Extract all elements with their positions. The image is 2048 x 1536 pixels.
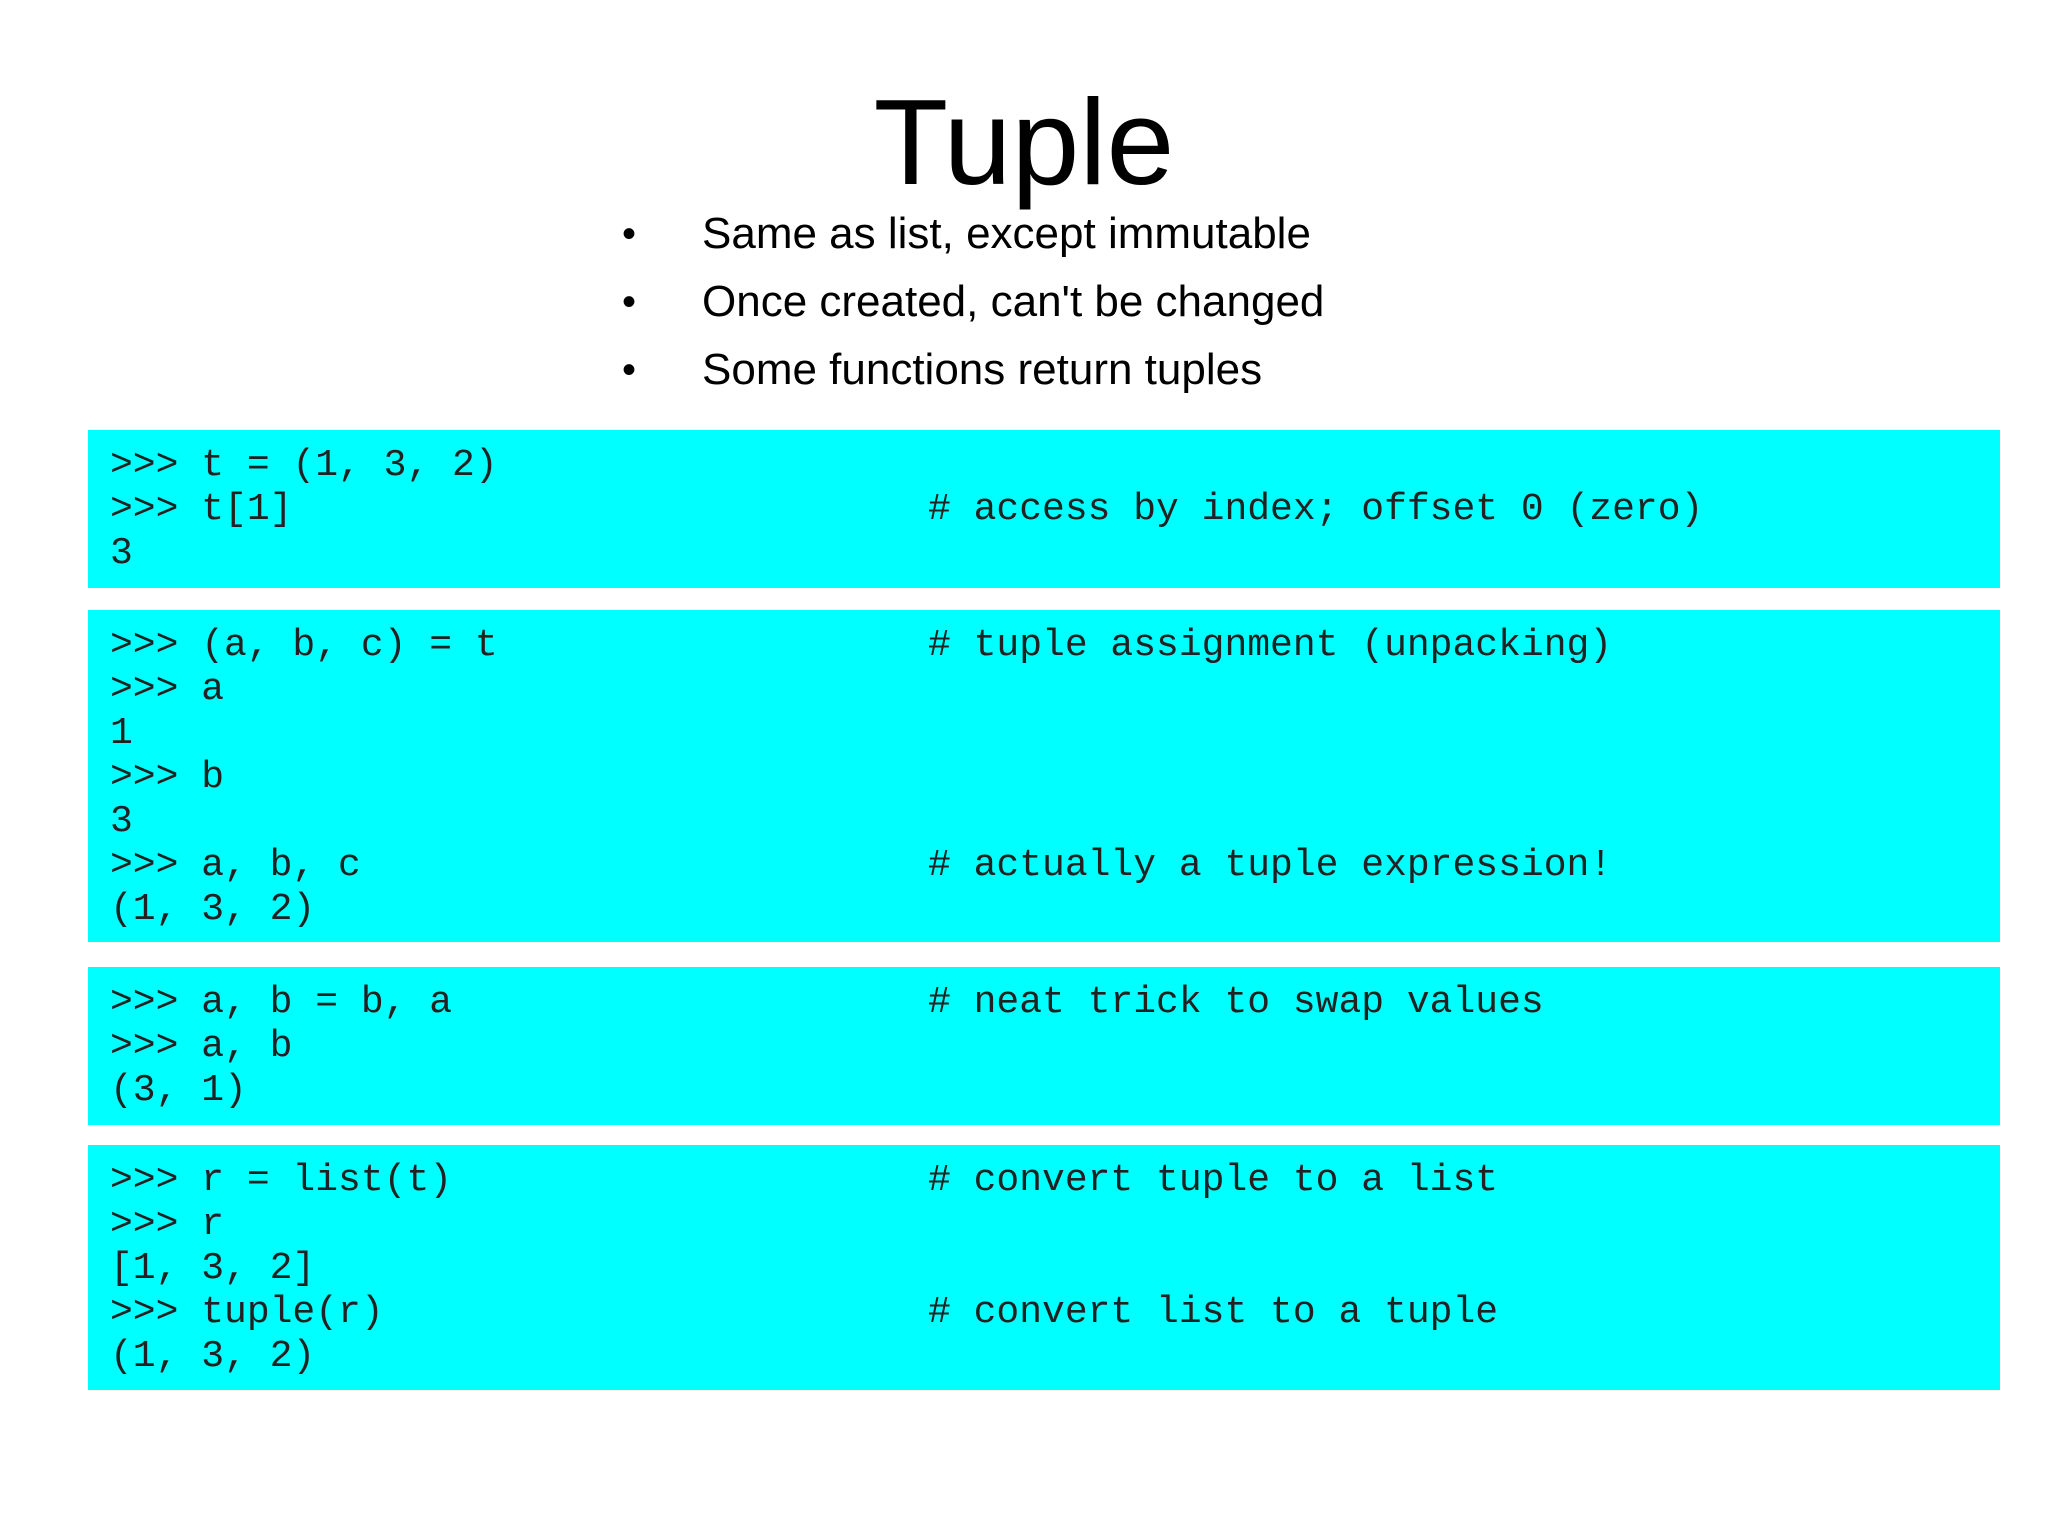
code-line: >>> a, b [88,1025,2000,1069]
slide-title: Tuple [873,74,1175,210]
bullet-text: Some functions return tuples [702,345,1263,394]
bullet-marker: • [622,280,637,324]
code-line: >>> a, b, c # actually a tuple expressio… [88,844,2000,888]
code-text: 3 [110,532,133,575]
code-line: >>> r = list(t) # convert tuple to a lis… [88,1159,2000,1203]
code-line: >>> a [88,668,2000,712]
code-text: [1, 3, 2] [110,1247,316,1290]
code-comment: # access by index; offset 0 (zero) [928,488,1704,531]
code-text: >>> a, b, c [110,844,361,887]
code-text: (3, 1) [110,1069,247,1112]
code-text: >>> a [110,668,225,711]
code-line: (3, 1) [88,1069,2000,1113]
code-text: (1, 3, 2) [110,888,316,931]
code-block-conversion: >>> r = list(t) # convert tuple to a lis… [88,1145,2000,1390]
code-line: >>> t[1] # access by index; offset 0 (ze… [88,488,2000,532]
code-comment: # tuple assignment (unpacking) [928,624,1613,667]
code-line: >>> t = (1, 3, 2) [88,444,2000,488]
code-line: >>> r [88,1203,2000,1247]
code-text: >>> a, b [110,1025,293,1068]
code-comment: # actually a tuple expression! [928,844,1613,887]
code-line: 1 [88,712,2000,756]
code-text: >>> t[1] [110,488,293,531]
bullet-marker: • [622,212,637,256]
code-comment: # convert tuple to a list [928,1159,1499,1202]
code-text: 1 [110,712,133,755]
code-line: (1, 3, 2) [88,888,2000,932]
code-block-unpacking: >>> (a, b, c) = t # tuple assignment (un… [88,610,2000,942]
code-text: >>> r [110,1203,225,1246]
code-text: (1, 3, 2) [110,1335,316,1378]
code-line: [1, 3, 2] [88,1247,2000,1291]
code-text: >>> t = (1, 3, 2) [110,444,498,487]
bullet-text: Once created, can't be changed [702,277,1325,326]
code-line: 3 [88,532,2000,576]
code-text: >>> r = list(t) [110,1159,453,1202]
code-text: 3 [110,800,133,843]
code-comment: # convert list to a tuple [928,1291,1499,1334]
code-line: >>> b [88,756,2000,800]
code-text: >>> b [110,756,225,799]
code-block-swap: >>> a, b = b, a # neat trick to swap val… [88,967,2000,1125]
code-text: >>> tuple(r) [110,1291,384,1334]
code-line: 3 [88,800,2000,844]
code-line: >>> (a, b, c) = t # tuple assignment (un… [88,624,2000,668]
code-comment: # neat trick to swap values [928,981,1544,1024]
code-text: >>> (a, b, c) = t [110,624,498,667]
code-line: >>> tuple(r) # convert list to a tuple [88,1291,2000,1335]
bullet-text: Same as list, except immutable [702,209,1311,258]
code-line: (1, 3, 2) [88,1335,2000,1379]
code-text: >>> a, b = b, a [110,981,453,1024]
code-line: >>> a, b = b, a # neat trick to swap val… [88,981,2000,1025]
code-block-indexing: >>> t = (1, 3, 2) >>> t[1] # access by i… [88,430,2000,588]
bullet-marker: • [622,348,637,392]
